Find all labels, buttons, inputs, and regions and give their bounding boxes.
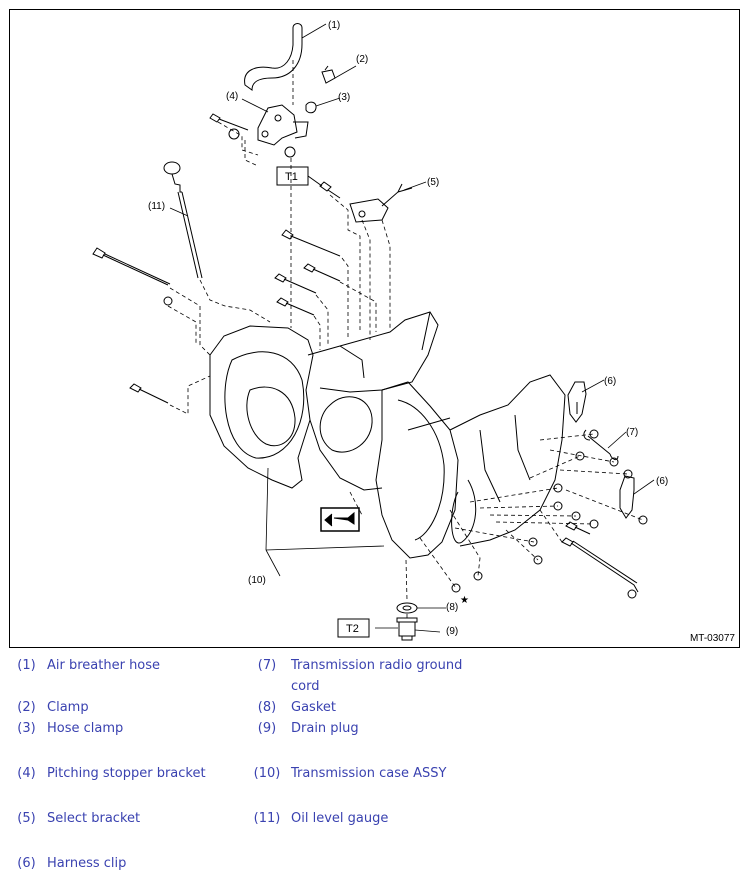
legend-row: (2) Clamp (8) Gasket	[0, 697, 750, 718]
legend-label: Transmission case ASSY	[291, 766, 447, 781]
lubricant-icon-box	[320, 507, 360, 532]
legend-row: (1) Air breather hose (7) Transmission r…	[0, 655, 750, 697]
exploded-view-drawing: (1) (2) (3) (4) (5) (6) (7) (6) (8) (9) …	[92, 20, 668, 641]
harness-clip-bottom	[619, 475, 635, 519]
legend-number: (1)	[17, 658, 36, 673]
legend-row: (6) Harness clip	[0, 853, 750, 874]
callout-6-top: (6)	[604, 376, 616, 387]
callout-6-bottom: (6)	[656, 476, 668, 487]
legend-row: (3) Hose clamp (9) Drain plug	[0, 718, 750, 739]
ground-cord	[583, 429, 619, 461]
callout-9: (9)	[446, 626, 458, 637]
legend-label: Pitching stopper bracket	[47, 766, 206, 781]
star-mark: ★	[460, 595, 469, 606]
legend-number: (2)	[17, 700, 36, 715]
transmission-case-assy	[209, 311, 566, 559]
legend-number: (3)	[17, 721, 36, 736]
legend-number: (11)	[253, 811, 281, 826]
legend-label	[287, 853, 476, 874]
legend-number: (5)	[17, 811, 36, 826]
tool-label-t1: T1	[285, 171, 298, 183]
callout-8: (8)	[446, 602, 458, 613]
exploded-view-figure: (1) (2) (3) (4) (5) (6) (7) (6) (8) (9) …	[9, 9, 740, 648]
callout-2: (2)	[356, 54, 368, 65]
legend-number: (10)	[253, 766, 281, 781]
legend-label: Gasket	[291, 700, 336, 715]
callout-11: (11)	[148, 201, 165, 212]
callout-1: (1)	[328, 20, 340, 31]
legend-label: Air breather hose	[47, 658, 161, 673]
drain-plug	[396, 617, 418, 641]
callout-10: (10)	[248, 575, 266, 586]
legend-number: (8)	[257, 700, 277, 715]
oil-level-gauge	[163, 161, 203, 279]
legend-label: Transmission radio ground cord	[291, 658, 463, 694]
tool-box-t2	[337, 618, 370, 638]
clamp	[321, 65, 336, 84]
legend-number: (6)	[17, 856, 36, 871]
callout-3: (3)	[338, 92, 350, 103]
legend-label: Select bracket	[47, 811, 141, 826]
gasket	[396, 602, 418, 614]
select-bracket	[319, 181, 413, 223]
figure-code: MT-03077	[689, 633, 735, 644]
harness-clip-top	[567, 381, 587, 423]
legend-label: Hose clamp	[47, 721, 124, 736]
air-breather-hose	[244, 23, 303, 91]
legend-number: (9)	[257, 721, 277, 736]
legend-number: (7)	[257, 658, 277, 673]
legend-label: Oil level gauge	[291, 811, 389, 826]
legend-row: (5) Select bracket (11) Oil level gauge	[0, 808, 750, 829]
pitching-stopper-bracket	[209, 104, 309, 158]
hose-clamp	[305, 101, 317, 114]
callout-4: (4)	[226, 91, 238, 102]
callout-5: (5)	[427, 177, 439, 188]
legend-number: (4)	[17, 766, 36, 781]
callout-labels: (1) (2) (3) (4) (5) (6) (7) (6) (8) (9) …	[148, 20, 668, 637]
legend-label: Harness clip	[47, 856, 127, 871]
legend-number	[247, 853, 287, 874]
callout-7: (7)	[626, 427, 638, 438]
legend-label: Clamp	[47, 700, 89, 715]
tool-label-t2: T2	[346, 623, 359, 635]
legend-row: (4) Pitching stopper bracket (10) Transm…	[0, 763, 750, 784]
legend-label: Drain plug	[291, 721, 359, 736]
parts-legend: (1) Air breather hose (7) Transmission r…	[0, 655, 750, 874]
